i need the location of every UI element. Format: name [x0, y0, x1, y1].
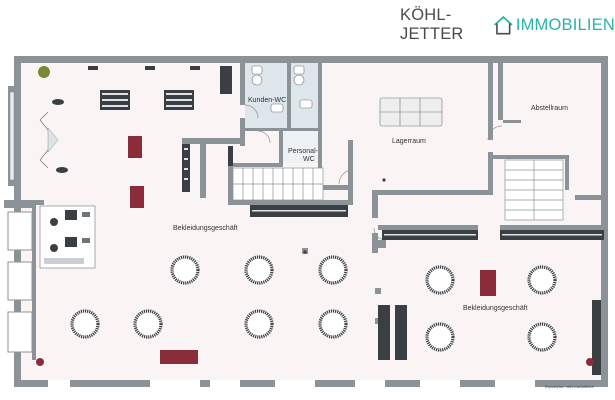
rack-row-stripes	[252, 210, 602, 236]
floor-marks	[36, 178, 594, 366]
label-lagerraum: Lagerraum	[392, 138, 426, 145]
label-bekleidung-left: Bekleidungsgeschäft	[173, 225, 238, 232]
wc-floor-personal-lower	[283, 130, 320, 163]
house-roof-icon	[494, 15, 513, 35]
rack-stripes-top	[102, 93, 192, 180]
storage-shelf	[379, 97, 443, 127]
brand-left-text: KÖHL-JETTER	[400, 6, 464, 43]
label-personal-wc-2: WC	[303, 156, 315, 163]
window-pier	[32, 200, 36, 360]
brand-logo: KÖHL-JETTER IMMOBILIEN	[400, 6, 615, 43]
entrance-glass	[9, 91, 15, 181]
label-abstellraum: Abstellraum	[531, 105, 568, 112]
doors	[244, 104, 503, 241]
checkout-counter	[39, 205, 96, 269]
label-personal-wc-1: Personal-	[288, 148, 319, 155]
interior-walls	[36, 60, 605, 324]
round-rack-centers	[81, 266, 546, 341]
plan-footnote: Exposéplan, nicht maßstäblich	[545, 385, 594, 389]
label-kunden-wc: Kunden-WC	[248, 97, 286, 104]
abstellraum-item	[503, 120, 521, 123]
staircase-right	[504, 159, 564, 221]
wc-fixtures	[251, 65, 313, 113]
display-items	[38, 66, 496, 296]
brand-right-text: IMMOBILIEN	[515, 15, 615, 34]
label-bekleidung-right: Bekleidungsgeschäft	[463, 305, 528, 312]
entrance-arrow-icon	[47, 127, 59, 153]
staircase-center	[232, 167, 324, 201]
window-notches	[8, 212, 535, 387]
